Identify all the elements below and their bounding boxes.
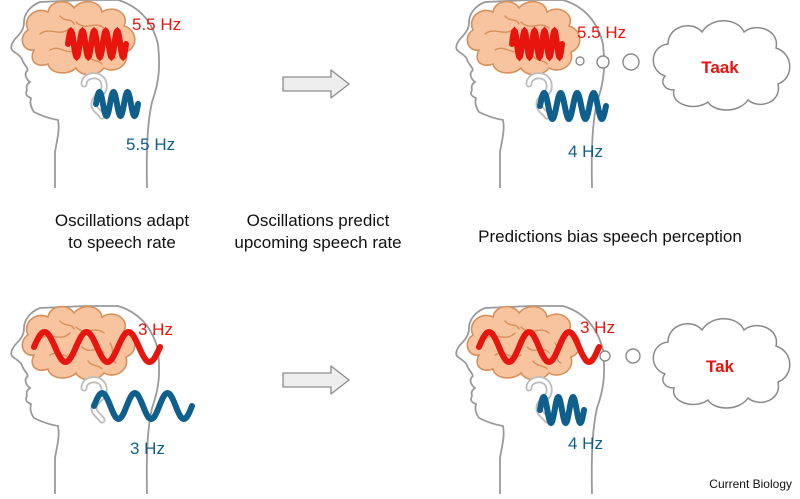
brain-oscillation-wave <box>31 328 163 366</box>
thought-dot <box>596 55 610 69</box>
caption-line: Oscillations predict <box>246 211 390 230</box>
auditory-oscillation-wave <box>91 389 195 423</box>
auditory-frequency-label: 3 Hz <box>130 439 165 458</box>
thought-dot <box>575 56 585 66</box>
auditory-frequency-label: 4 Hz <box>568 142 603 161</box>
panel-bottom-left: 3 Hz 3 Hz <box>10 305 195 495</box>
panel-top-right: 5.5 Hz 4 Hz Taak <box>455 0 791 189</box>
thought-dot <box>625 348 641 364</box>
brain-oscillation-wave <box>476 328 602 366</box>
thought-dot <box>622 53 640 71</box>
brain-frequency-label: 3 Hz <box>138 320 173 339</box>
caption-bias: Predictions bias speech perception <box>455 226 765 248</box>
process-arrow-icon <box>282 365 350 395</box>
caption-adapt: Oscillations adapt to speech rate <box>22 210 222 254</box>
auditory-oscillation-wave <box>537 393 587 427</box>
panel-top-left: 5.5 Hz 5.5 Hz <box>10 0 181 189</box>
brain-oscillation-wave <box>65 26 129 62</box>
thought-bubble: Taak <box>575 19 791 111</box>
percept-word: Taak <box>701 58 739 77</box>
caption-line: Predictions bias speech perception <box>478 227 742 246</box>
auditory-frequency-label: 5.5 Hz <box>126 135 175 154</box>
caption-line: to speech rate <box>68 233 176 252</box>
journal-credit: Current Biology <box>709 477 792 491</box>
percept-word: Tak <box>706 357 735 376</box>
brain-frequency-label: 5.5 Hz <box>132 15 181 34</box>
thought-bubble: Tak <box>599 317 791 409</box>
caption-predict: Oscillations predict upcoming speech rat… <box>218 210 418 254</box>
brain-oscillation-wave <box>509 26 565 62</box>
auditory-frequency-label: 4 Hz <box>568 434 603 453</box>
caption-line: Oscillations adapt <box>54 211 190 230</box>
auditory-oscillation-wave <box>537 90 609 122</box>
auditory-oscillation-wave <box>93 88 141 120</box>
brain-frequency-label: 3 Hz <box>580 318 615 337</box>
panel-bottom-right: 3 Hz 4 Hz Tak <box>455 305 791 495</box>
thought-dot <box>599 350 611 362</box>
process-arrow-icon <box>282 69 350 99</box>
brain-frequency-label: 5.5 Hz <box>577 23 626 42</box>
caption-line: upcoming speech rate <box>234 233 402 252</box>
